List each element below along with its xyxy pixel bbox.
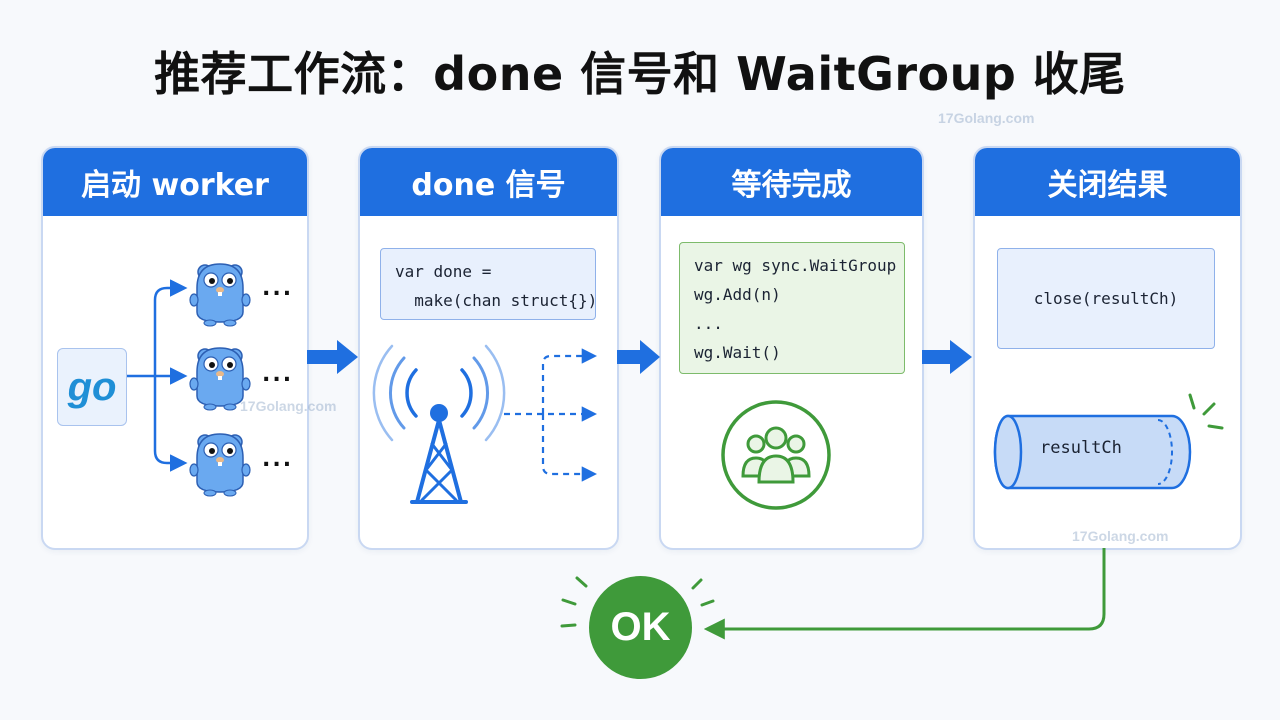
ok-badge-icon: OK xyxy=(589,576,692,679)
code-line: wg.Add(n) xyxy=(694,285,781,304)
code-line: wg.Wait() xyxy=(694,343,781,362)
page-title: 推荐工作流：done 信号和 WaitGroup 收尾 xyxy=(154,47,1126,101)
code-line: ... xyxy=(694,314,723,333)
done-code-block: var done = make(chan struct{}) xyxy=(380,248,598,320)
step-heading: done 信号 xyxy=(360,148,617,216)
step-card-done-signal: done 信号 var done = make(chan struct{}) xyxy=(358,146,619,550)
code-line: make(chan struct{}) xyxy=(395,291,598,310)
watermark: 17Golang.com xyxy=(938,110,1035,126)
step-heading: 关闭结果 xyxy=(975,148,1240,216)
step-card-wait: 等待完成 var wg sync.WaitGroup wg.Add(n) ...… xyxy=(659,146,924,550)
waitgroup-code-block: var wg sync.WaitGroup wg.Add(n) ... wg.W… xyxy=(679,242,905,374)
channel-label: resultCh xyxy=(1040,438,1122,458)
worker-ellipsis: ... xyxy=(262,362,294,387)
code-line: var done = xyxy=(395,262,492,281)
code-line: var wg sync.WaitGroup xyxy=(694,256,897,275)
completion-arrow xyxy=(703,548,1106,640)
go-logo: go xyxy=(57,348,127,426)
step-arrow xyxy=(922,340,972,374)
step-heading: 启动 worker xyxy=(43,148,307,216)
step-heading: 等待完成 xyxy=(661,148,922,216)
code-line: close(resultCh) xyxy=(1033,289,1179,308)
step-card-close-results: 关闭结果 close(resultCh) xyxy=(973,146,1242,550)
worker-ellipsis: ... xyxy=(262,447,294,472)
step-arrow xyxy=(617,340,660,374)
close-code-block: close(resultCh) xyxy=(997,248,1215,349)
worker-ellipsis: ... xyxy=(262,276,294,301)
watermark: 17Golang.com xyxy=(240,398,337,414)
step-arrow xyxy=(307,340,358,374)
watermark: 17Golang.com xyxy=(1072,528,1169,544)
